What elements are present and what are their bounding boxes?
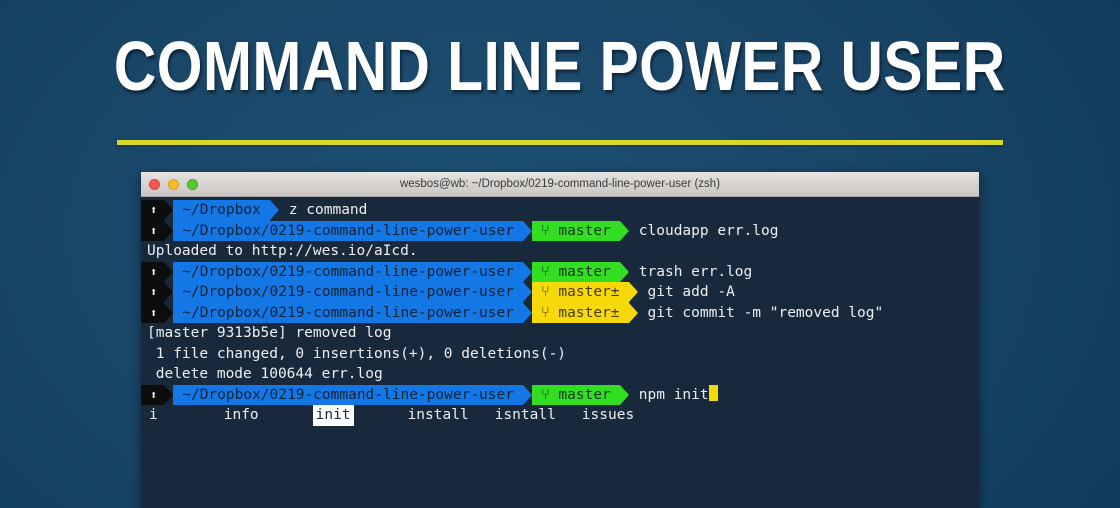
status-arrow-icon: ⬆ — [141, 200, 165, 221]
completion-menu[interactable]: i info init install isntall issues — [141, 405, 979, 426]
segment-separator — [628, 302, 638, 323]
prompt-path: ~/Dropbox/0219-command-line-power-user — [173, 302, 523, 323]
text-cursor — [708, 384, 718, 401]
prompt-command: git commit -m "removed log" — [647, 304, 884, 321]
segment-separator — [619, 261, 629, 282]
git-branch-segment: ⑂ master — [531, 261, 620, 282]
terminal-prompt-line-active: ⬆ ~/Dropbox/0219-command-line-power-user… — [141, 384, 979, 405]
terminal-output-line: 1 file changed, 0 insertions(+), 0 delet… — [147, 345, 567, 362]
minimize-button[interactable] — [168, 178, 179, 190]
completion-item-issues[interactable]: issues — [581, 407, 635, 423]
segment-separator — [522, 282, 532, 302]
segment-separator — [164, 282, 174, 302]
terminal-prompt-line: ⬆ ~/Dropbox/0219-command-line-power-user… — [141, 282, 979, 303]
status-arrow-icon: ⬆ — [141, 282, 165, 303]
segment-separator — [619, 220, 629, 241]
prompt-command: cloudapp err.log — [638, 222, 779, 239]
terminal-titlebar[interactable]: wesbos@wb: ~/Dropbox/0219-command-line-p… — [141, 172, 979, 197]
prompt-command: z command — [288, 202, 368, 218]
prompt-command: git add -A — [647, 284, 735, 300]
terminal-prompt-line: ⬆ ~/Dropbox z command — [141, 200, 979, 221]
segment-separator — [164, 384, 174, 405]
status-arrow-icon: ⬆ — [141, 261, 165, 282]
git-branch-segment: ⑂ master — [531, 220, 620, 241]
terminal-prompt-line: ⬆ ~/Dropbox/0219-command-line-power-user… — [141, 302, 979, 323]
status-arrow-icon: ⬆ — [141, 384, 165, 405]
segment-separator — [628, 282, 638, 302]
terminal-output-line: [master 9313b5e] removed log — [147, 325, 392, 341]
git-branch-segment: ⑂ master± — [531, 302, 629, 323]
segment-separator — [619, 384, 629, 405]
prompt-path: ~/Dropbox/0219-command-line-power-user — [173, 282, 523, 303]
close-button[interactable] — [149, 178, 160, 190]
segment-separator — [164, 302, 174, 323]
segment-separator — [522, 384, 532, 405]
terminal-prompt-line: ⬆ ~/Dropbox/0219-command-line-power-user… — [141, 261, 979, 282]
terminal-prompt-line: ⬆ ~/Dropbox/0219-command-line-power-user… — [141, 220, 979, 241]
segment-separator — [164, 261, 174, 282]
status-arrow-icon: ⬆ — [141, 302, 165, 323]
completion-item-install[interactable]: install — [407, 407, 469, 423]
command-input[interactable]: npm init — [638, 386, 709, 403]
prompt-path: ~/Dropbox/0219-command-line-power-user — [173, 384, 523, 405]
terminal-output-line: Uploaded to http://wes.io/aIcd. — [147, 243, 418, 259]
segment-separator — [522, 302, 532, 323]
title-area: COMMAND LINE POWER USER — [0, 28, 1120, 104]
segment-separator — [269, 200, 279, 220]
terminal-body[interactable]: ⬆ ~/Dropbox z command ⬆ ~/Dropbox/0219-c… — [141, 197, 979, 508]
terminal-window[interactable]: wesbos@wb: ~/Dropbox/0219-command-line-p… — [141, 172, 979, 508]
completion-item-isntall[interactable]: isntall — [494, 407, 556, 423]
git-branch-segment: ⑂ master± — [531, 282, 629, 303]
terminal-title-text: wesbos@wb: ~/Dropbox/0219-command-line-p… — [399, 178, 721, 190]
page-title: COMMAND LINE POWER USER — [114, 27, 1006, 105]
completion-prefix: i — [149, 407, 158, 423]
title-divider — [117, 140, 1003, 145]
prompt-command: trash err.log — [638, 263, 753, 280]
segment-separator — [522, 261, 532, 282]
segment-separator — [164, 220, 174, 241]
window-controls[interactable] — [141, 178, 198, 190]
status-arrow-icon: ⬆ — [141, 220, 165, 241]
segment-separator — [164, 200, 174, 220]
completion-item-init[interactable]: init — [312, 405, 354, 426]
git-branch-segment: ⑂ master — [531, 384, 620, 405]
prompt-path: ~/Dropbox — [173, 200, 270, 221]
prompt-path: ~/Dropbox/0219-command-line-power-user — [173, 220, 523, 241]
zoom-button[interactable] — [187, 178, 198, 190]
terminal-output-line: delete mode 100644 err.log — [147, 366, 383, 382]
prompt-path: ~/Dropbox/0219-command-line-power-user — [173, 261, 523, 282]
segment-separator — [522, 220, 532, 241]
completion-item-info[interactable]: info — [223, 407, 259, 423]
